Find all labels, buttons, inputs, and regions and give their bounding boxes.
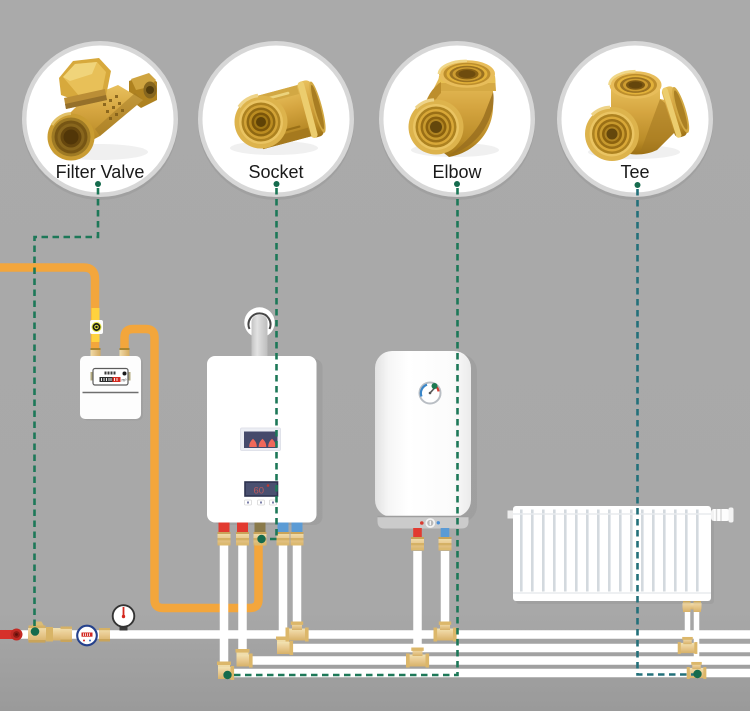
svg-text:Socket: Socket xyxy=(248,162,303,182)
svg-text:60: 60 xyxy=(254,486,265,497)
svg-text:Tee: Tee xyxy=(620,162,649,182)
svg-text:Elbow: Elbow xyxy=(432,162,482,182)
svg-text:m³: m³ xyxy=(122,378,127,383)
svg-text:Filter Valve: Filter Valve xyxy=(56,162,145,182)
